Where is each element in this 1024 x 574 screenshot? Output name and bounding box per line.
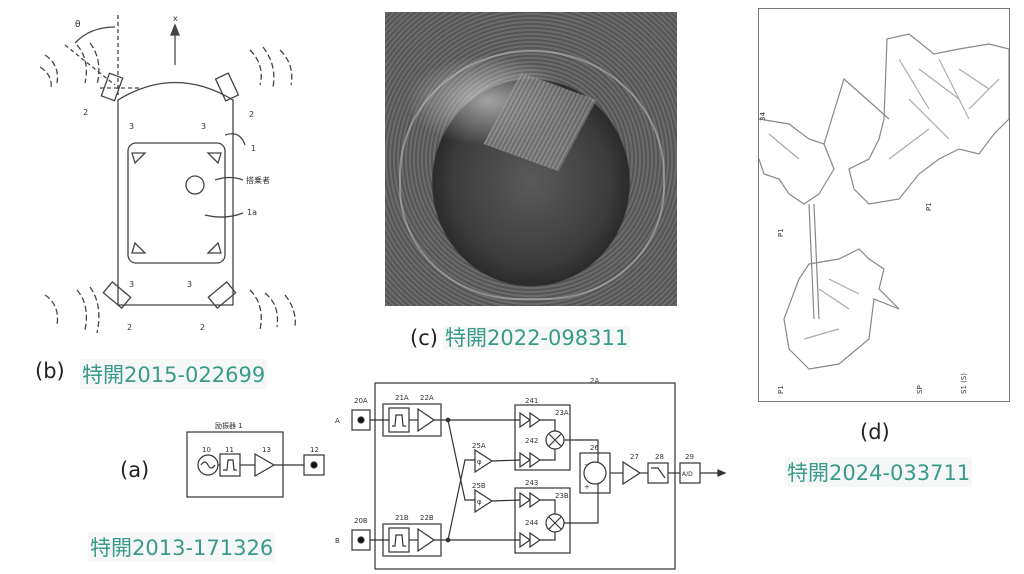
ref-10: 10 <box>202 446 211 454</box>
x-axis-label: x <box>173 14 178 23</box>
adc-label: A/D <box>682 471 693 478</box>
ref-23a: 23A <box>555 409 569 417</box>
exciter-title: 励振器 1 <box>215 421 243 430</box>
ref-13: 13 <box>262 446 271 454</box>
ref-20b: 20B <box>354 517 368 525</box>
ref-26: 26 <box>590 444 599 452</box>
figure-a-patent-number: 特開2013-171326 <box>88 532 276 562</box>
plus-sign: + <box>584 483 590 491</box>
ref-244: 244 <box>525 519 539 527</box>
figure-b-label: (b) <box>35 359 65 383</box>
sensor-front-left <box>100 72 124 102</box>
occupant-circle <box>185 175 205 195</box>
ref-25b: 25B <box>472 482 486 490</box>
phase-b-symbol: φ <box>477 498 482 506</box>
cabin-outline <box>127 142 226 264</box>
ref-21b: 21B <box>395 514 409 522</box>
ref-29: 29 <box>685 453 694 461</box>
occupant-label: 搭乗者 <box>246 175 270 185</box>
ref-22b: 22B <box>420 514 434 522</box>
ref-25a: 25A <box>472 442 486 450</box>
ref-p1: P1 <box>777 385 785 394</box>
ref-27: 27 <box>630 453 639 461</box>
ref-3: 3 <box>187 280 192 289</box>
ref-1a: 1a <box>247 208 257 217</box>
particle-figure: 34 P1 P1 P1 SP S1 (S) <box>758 8 1010 402</box>
ref-2: 2 <box>83 108 88 117</box>
dome-photo <box>385 12 677 306</box>
figure-c-label: (c) <box>410 326 438 350</box>
ref-3: 3 <box>201 122 206 131</box>
ref-22a: 22A <box>420 394 434 402</box>
ref-12: 12 <box>310 446 319 454</box>
ref-28: 28 <box>655 453 664 461</box>
figure-a-label: (a) <box>120 458 150 482</box>
ref-3: 3 <box>129 122 134 131</box>
dome-rim <box>399 50 665 300</box>
ref-1: 1 <box>251 144 256 153</box>
sensor-rear-left <box>102 281 132 309</box>
ref-2: 2 <box>249 110 254 119</box>
ref-2: 2 <box>127 323 132 332</box>
input-a-label: A <box>335 417 340 425</box>
theta-label: θ <box>75 20 81 30</box>
figure-d-patent-number: 特開2024-033711 <box>785 457 973 487</box>
vehicle-outline <box>117 81 234 306</box>
ref-sp: SP <box>916 385 924 394</box>
ref-242: 242 <box>525 437 538 445</box>
ref-2: 2 <box>200 323 205 332</box>
ref-21a: 21A <box>395 394 409 402</box>
vehicle-sensor-diagram: θ x 2 2 2 2 3 3 3 3 1 搭乗者 1a <box>39 14 296 334</box>
ref-23b: 23B <box>555 492 569 500</box>
sensor-rear-right <box>207 281 237 309</box>
ref-p1: P1 <box>925 202 933 211</box>
circuit-block-diagram: 励振器 1 10 11 13 12 2A A B 20A 20B 21A 22A… <box>186 377 727 570</box>
ref-11: 11 <box>225 446 234 454</box>
sensor-front-right <box>214 72 240 102</box>
ref-p1: P1 <box>777 228 785 237</box>
phase-a-symbol: φ <box>477 458 482 466</box>
receiver-box <box>374 382 676 570</box>
figure-c-patent-number: 特開2022-098311 <box>443 326 631 350</box>
ref-2a: 2A <box>590 377 599 385</box>
ref-34: 34 <box>759 112 767 121</box>
ref-241: 241 <box>525 397 538 405</box>
ref-3: 3 <box>129 280 134 289</box>
figure-d-label: (d) <box>860 420 890 444</box>
figure-b-patent-number: 特開2015-022699 <box>80 359 268 389</box>
ref-s1: S1 (S) <box>960 373 968 394</box>
minus-sign: − <box>584 461 590 469</box>
input-b-label: B <box>335 537 340 545</box>
ref-243: 243 <box>525 479 538 487</box>
ref-20a: 20A <box>354 397 368 405</box>
figure-c-caption: (c) 特開2022-098311 <box>410 322 631 352</box>
